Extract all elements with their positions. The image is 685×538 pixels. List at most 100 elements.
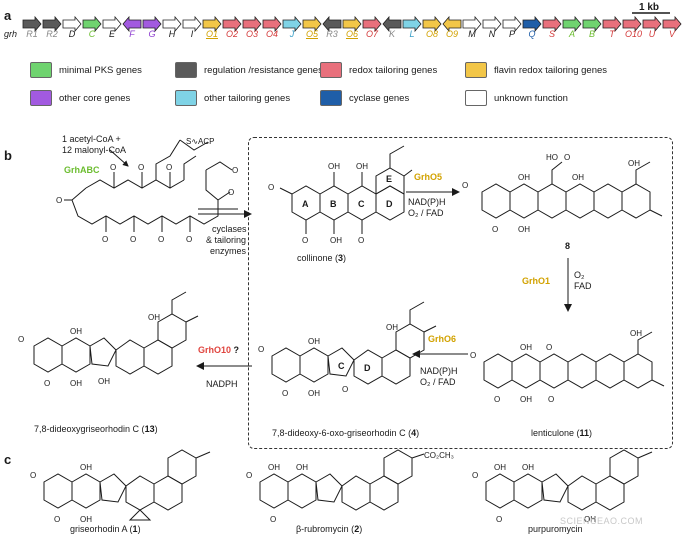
gene-label-m: M	[468, 29, 476, 39]
oh-label: OH	[494, 463, 506, 472]
oh-label: OH	[148, 313, 160, 322]
gene-arrow-d	[62, 15, 82, 33]
gene-arrow-o10	[622, 15, 642, 33]
rubromycin-number: 2	[354, 524, 360, 534]
ring-c-label: C	[358, 199, 365, 209]
griseorhodin-label: griseorhodin A (	[70, 524, 133, 534]
oh-label: OH	[308, 337, 320, 346]
compound-4-label: 7,8-dideoxy-6-oxo-griseorhodin C (	[272, 428, 412, 438]
gene-label-v: V	[668, 29, 675, 39]
keto-o: O	[186, 235, 192, 244]
enzyme-grho5: GrhO5	[414, 172, 443, 182]
cofactor-o6-1: NAD(P)H	[420, 366, 458, 376]
arrow1-line3: enzymes	[210, 246, 247, 256]
scale-bar	[632, 12, 670, 14]
close-paren: )	[589, 428, 593, 438]
rubromycin-name: β-rubromycin (2)	[296, 524, 362, 534]
oh-label: OH	[518, 225, 530, 234]
gene-arrow-r3	[322, 15, 342, 33]
o-label: O	[270, 515, 276, 524]
keto-o: O	[232, 166, 238, 175]
gene-arrow-h	[162, 15, 182, 33]
gene-arrow-o5	[302, 15, 322, 33]
compound-13-number: 13	[144, 424, 155, 434]
gene-arrow-n	[482, 15, 502, 33]
gene-arrow-r2	[42, 15, 62, 33]
gene-label-o7: O7	[365, 29, 378, 39]
keto-o: O	[158, 235, 164, 244]
cofactor-o1-2: FAD	[574, 281, 592, 291]
oh-label: OH	[522, 463, 534, 472]
gene-arrow-t	[602, 15, 622, 33]
legend-item: other core genes	[30, 90, 130, 106]
polyketide-chain-structure: O O O O O O O O O O	[56, 139, 238, 244]
legend-item: cyclase genes	[320, 90, 409, 106]
ome-label: O	[268, 183, 274, 192]
ring-e-label: E	[386, 174, 392, 184]
compound-13-label: 7,8-dideoxygriseorhodin C (	[34, 424, 145, 434]
cofactor-o10: NADPH	[206, 379, 238, 389]
arrow1-line1: cyclases	[212, 224, 247, 234]
gene-arrow-i	[182, 15, 202, 33]
enzyme-grho10: GrhO10 ?	[198, 345, 239, 355]
legend-swatch	[30, 90, 52, 106]
gene-label-r3: R3	[326, 29, 338, 39]
gene-arrow-c	[82, 15, 102, 33]
gene-label-g: G	[148, 29, 156, 39]
griseorhodin-number: 1	[132, 524, 138, 534]
compound-13-name: 7,8-dideoxygriseorhodin C (13)	[34, 424, 158, 434]
compound-13-structure: OH OH O OH OH O	[18, 291, 199, 388]
ring-c-label: C	[338, 361, 345, 371]
purpuromycin-structure: OH OH O OH O	[472, 449, 653, 524]
legend-item: unknown function	[465, 90, 568, 106]
keto-o: O	[138, 163, 144, 172]
keto-o: O	[130, 235, 136, 244]
oh-label: OH	[80, 463, 92, 472]
legend-item: minimal PKS genes	[30, 62, 142, 78]
ome-label: O	[462, 181, 468, 190]
oh-label: OH	[356, 162, 368, 171]
o-label: O	[44, 379, 50, 388]
gene-arrow-q	[522, 15, 542, 33]
gene-arrow-k	[382, 15, 402, 33]
gene-label-j: J	[289, 29, 295, 39]
legend-swatch	[175, 90, 197, 106]
oh-label: OH	[630, 329, 642, 338]
legend-label: other tailoring genes	[204, 92, 291, 104]
oh-label: OH	[520, 395, 532, 404]
legend-label: minimal PKS genes	[59, 64, 142, 76]
cooh-o-label: O	[564, 153, 570, 162]
gene-label-o1: O1	[205, 29, 218, 39]
oh-label: OH	[268, 463, 280, 472]
gene-arrow-u	[642, 15, 662, 33]
gene-label-h: H	[168, 29, 176, 39]
gene-arrow-a	[562, 15, 582, 33]
legend-item: regulation /resistance genes	[175, 62, 323, 78]
enzyme-grho6: GrhO6	[428, 334, 457, 344]
cofactor-o5-1: NAD(P)H	[408, 197, 446, 207]
gene-label-r1: R1	[26, 29, 38, 39]
griseorhodin-a-structure: OH O OH O	[30, 449, 211, 524]
co2ch3-label: CO₂CH₃	[424, 451, 454, 460]
beta-rubromycin-structure: OH OH O O CO₂CH₃	[246, 449, 454, 524]
collinone-structure: A B C D E OH OH O OH O O	[268, 145, 413, 245]
griseorhodin-name: griseorhodin A (1)	[70, 524, 141, 534]
oh-label: OH	[572, 173, 584, 182]
gene-arrow-b	[582, 15, 602, 33]
gene-label-f: F	[129, 29, 135, 39]
gene-arrow-o8	[422, 15, 442, 33]
compound-4-name: 7,8-dideoxy-6-oxo-griseorhodin C (4)	[272, 428, 419, 438]
gene-label-c: C	[88, 29, 96, 39]
collinone-number: 3	[338, 253, 344, 263]
compound-8-structure: HO O OH OH OH O OH O	[462, 153, 663, 234]
panel-label-b: b	[4, 148, 12, 163]
ome-label: O	[472, 471, 478, 480]
scale-bar-label: 1 kb	[639, 2, 660, 13]
question-mark: ?	[233, 345, 240, 355]
gene-label-o4: O4	[265, 29, 278, 39]
gene-arrow-s	[542, 15, 562, 33]
gene-arrow-o9	[442, 15, 462, 33]
o-label: O	[54, 515, 60, 524]
gene-label-b: B	[588, 29, 595, 39]
gene-label-a: A	[568, 29, 575, 39]
